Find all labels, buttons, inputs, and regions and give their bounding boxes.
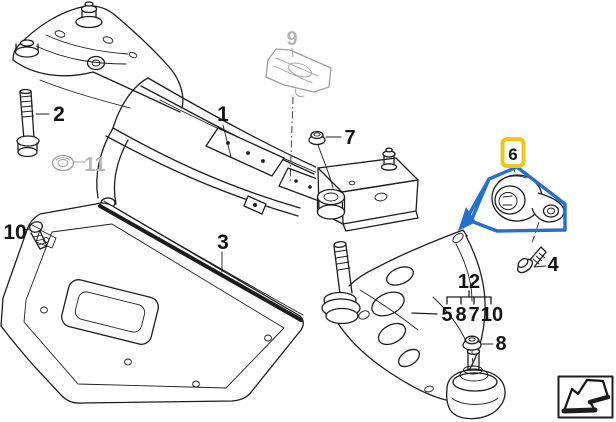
bracket-9-drawing: [265, 48, 332, 97]
skid-plate-drawing: [0, 200, 304, 404]
group-callout-12: 12 5 8 7 10: [411, 271, 503, 326]
group-item-10[interactable]: 10: [481, 304, 503, 326]
part-6-highlight-box[interactable]: [500, 137, 526, 168]
callout-labels: 1 2 3 4 7 8 9 10 11: [3, 28, 559, 355]
group-callout-header[interactable]: 12: [458, 271, 480, 293]
bolt-2-drawing: [16, 88, 40, 158]
callout-11[interactable]: 11: [84, 154, 105, 176]
part-6-highlight[interactable]: 6: [458, 137, 567, 233]
nut-7-drawing: [308, 130, 334, 189]
direction-indicator: [557, 375, 614, 419]
direction-arrow-icon: [562, 378, 610, 413]
callout-3[interactable]: 3: [217, 231, 229, 254]
highlight-arrow-icon: [458, 207, 476, 231]
washer-11-drawing: [51, 154, 75, 172]
callout-8[interactable]: 8: [495, 333, 506, 355]
nut-8-drawing: [462, 335, 482, 368]
callout-6[interactable]: 6: [508, 145, 517, 164]
callout-leader-lines: [23, 47, 547, 345]
subframe-drawing: [12, 1, 420, 232]
callout-10[interactable]: 10: [3, 221, 26, 244]
highlight-arrow-shaft: [465, 177, 491, 220]
control-arm-drawing: [321, 229, 506, 420]
group-item-7[interactable]: 7: [468, 304, 479, 326]
callout-9[interactable]: 9: [286, 28, 297, 50]
bushing-6-drawing: [491, 174, 565, 244]
callout-2[interactable]: 2: [53, 103, 65, 126]
callout-1[interactable]: 1: [217, 103, 229, 126]
bolt-4-drawing: [516, 246, 547, 274]
callout-4[interactable]: 4: [547, 254, 559, 276]
screw-10-drawing: [29, 221, 48, 250]
group-callout-bracket: [411, 290, 492, 315]
group-item-5[interactable]: 5: [441, 304, 452, 326]
group-item-8[interactable]: 8: [455, 304, 466, 326]
callout-7[interactable]: 7: [344, 127, 355, 149]
